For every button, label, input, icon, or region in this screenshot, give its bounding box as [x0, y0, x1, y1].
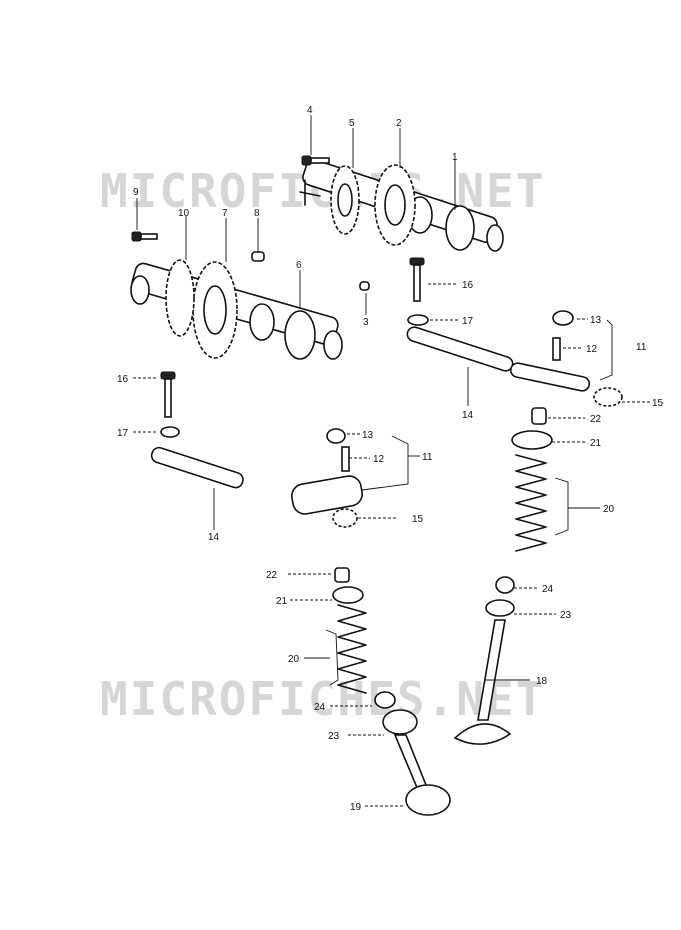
- label-11-right: 11: [636, 342, 647, 353]
- label-2: 2: [396, 118, 402, 129]
- label-12-left: 12: [373, 454, 385, 465]
- label-19: 19: [350, 802, 362, 813]
- label-20-left: 20: [288, 654, 300, 665]
- rocker-arm-11-left: [291, 428, 363, 528]
- label-22-left: 22: [266, 570, 278, 581]
- rocker-shaft-14-left: [150, 446, 244, 489]
- label-24-right: 24: [542, 584, 554, 595]
- bolt-16-right: [409, 257, 425, 302]
- label-17-left: 17: [117, 428, 129, 439]
- bolt-9: [131, 231, 158, 242]
- sprocket-lower-7: [192, 261, 238, 359]
- label-16-right: 16: [462, 280, 474, 291]
- rocker-arm-11-right: [509, 310, 623, 407]
- watermark-bottom: MICROFICHES.NET: [100, 672, 545, 726]
- label-22-right: 22: [590, 414, 602, 425]
- rocker-shaft-14-right: [406, 326, 514, 372]
- sprocket-upper-5: [330, 165, 360, 235]
- label-13-right: 13: [590, 315, 602, 326]
- label-6: 6: [296, 260, 302, 271]
- label-18: 18: [536, 676, 548, 687]
- label-23-right: 23: [560, 610, 572, 621]
- label-16-left: 16: [117, 374, 129, 385]
- label-21-right: 21: [590, 438, 602, 449]
- washer-17-left: [160, 426, 180, 438]
- label-14-left: 14: [208, 532, 220, 543]
- leader-lines: [133, 115, 650, 807]
- label-15-left: 15: [412, 514, 424, 525]
- label-11-left: 11: [422, 452, 433, 463]
- label-21-left: 21: [276, 596, 288, 607]
- label-20-right: 20: [603, 504, 615, 515]
- bolt-16-left: [160, 371, 176, 418]
- label-4: 4: [307, 105, 313, 116]
- label-7: 7: [222, 208, 228, 219]
- label-24-left: 24: [314, 702, 326, 713]
- pin-8: [251, 251, 265, 262]
- part-labels: 1 2 3 4 5 6 7 8 9 10 11 12 13 14 15 16 1…: [117, 105, 664, 813]
- label-17-right: 17: [462, 316, 474, 327]
- label-3: 3: [363, 317, 369, 328]
- label-5: 5: [349, 118, 355, 129]
- label-12-right: 12: [586, 344, 598, 355]
- label-9: 9: [133, 187, 139, 198]
- label-23-left: 23: [328, 731, 340, 742]
- washer-17-right: [407, 314, 429, 326]
- sprocket-upper-2: [374, 164, 416, 246]
- label-8: 8: [254, 208, 260, 219]
- sprocket-lower-10: [165, 259, 195, 337]
- label-14-right: 14: [462, 410, 474, 421]
- label-10: 10: [178, 208, 190, 219]
- valve-assembly-right: [453, 407, 553, 745]
- bolt-4: [301, 155, 330, 166]
- label-1: 1: [452, 152, 458, 163]
- valve-assembly-left: [332, 567, 451, 816]
- label-13-left: 13: [362, 430, 374, 441]
- pin-3: [359, 281, 370, 291]
- label-15-right: 15: [652, 398, 664, 409]
